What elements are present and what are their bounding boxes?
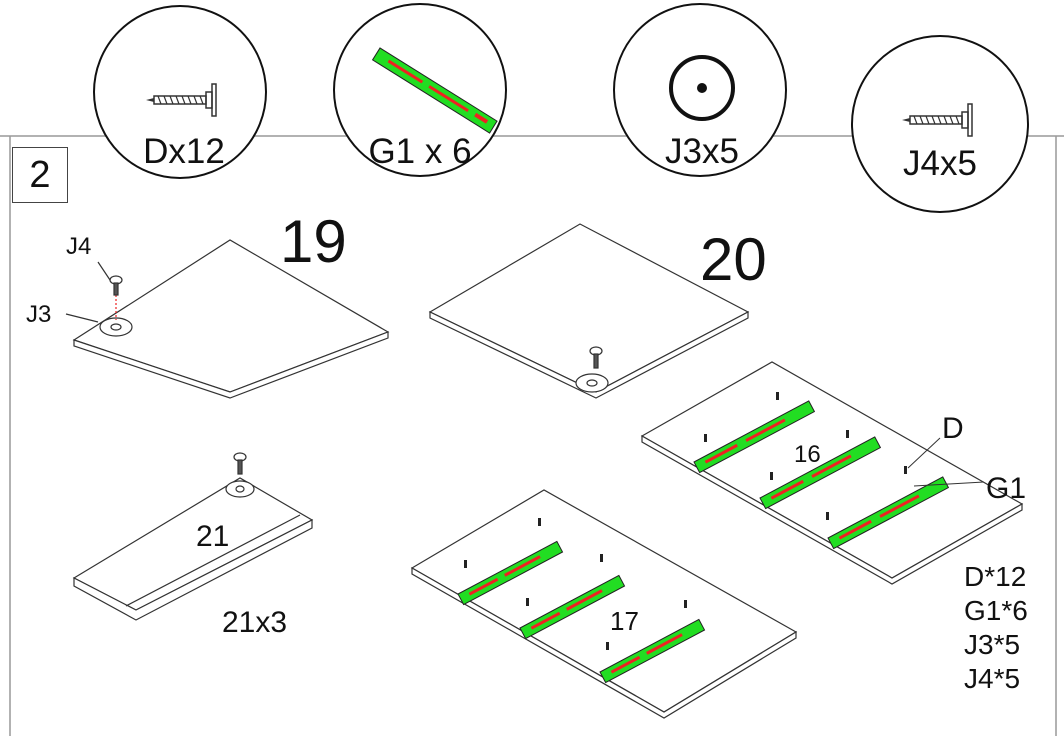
step-number: 2 bbox=[29, 153, 51, 196]
summary-item: J4*5 bbox=[964, 663, 1021, 694]
panel-number: 16 bbox=[794, 441, 821, 468]
part-label-j3: J3 bbox=[26, 301, 51, 328]
rails-panel-16 bbox=[693, 392, 985, 550]
hardware-summary: D*12 G1*6 J3*5 J4*5 bbox=[964, 560, 1028, 696]
panel-quantity: 21x3 bbox=[222, 606, 287, 639]
callout-label: Dx12 bbox=[143, 132, 225, 171]
summary-item: J3*5 bbox=[964, 629, 1021, 660]
callout-j3: J3x5 bbox=[613, 3, 787, 177]
screw-icon bbox=[902, 103, 973, 137]
callout-label: G1 x 6 bbox=[368, 132, 471, 171]
cam-disc-icon bbox=[669, 55, 735, 121]
panel-17 bbox=[410, 489, 798, 719]
screw-icon bbox=[146, 83, 217, 117]
rails-panel-17 bbox=[457, 518, 706, 684]
panel-number: 19 bbox=[280, 208, 347, 275]
part-label-d: D bbox=[942, 412, 964, 445]
summary-item: G1*6 bbox=[964, 595, 1028, 626]
callout-label: J4x5 bbox=[903, 144, 977, 183]
rail-icon bbox=[371, 47, 498, 134]
panel-number: 20 bbox=[700, 226, 767, 293]
panel-number: 17 bbox=[610, 606, 639, 636]
screw-icon bbox=[589, 346, 603, 369]
part-label-j4: J4 bbox=[66, 233, 91, 260]
panel-20 bbox=[428, 223, 750, 399]
panel-21 bbox=[72, 452, 314, 621]
callout-g1: G1 x 6 bbox=[333, 3, 507, 177]
step-number-box: 2 bbox=[12, 147, 68, 203]
panel-number: 21 bbox=[196, 520, 229, 553]
callout-d: Dx12 bbox=[93, 5, 267, 179]
callout-label: J3x5 bbox=[665, 132, 739, 171]
screw-icon bbox=[109, 275, 123, 296]
panel-19 bbox=[65, 239, 390, 399]
part-label-g1: G1 bbox=[986, 472, 1026, 505]
callout-j4: J4x5 bbox=[851, 35, 1029, 213]
summary-item: D*12 bbox=[964, 561, 1027, 592]
screw-icon bbox=[233, 452, 247, 475]
